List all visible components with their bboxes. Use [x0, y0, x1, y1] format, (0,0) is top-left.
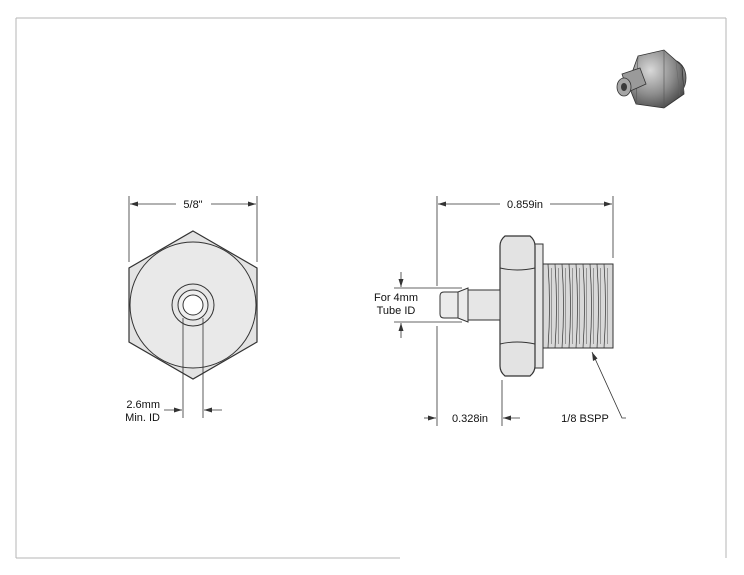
thread-label: 1/8 BSPP — [561, 413, 609, 425]
tube-id-dimension — [394, 272, 462, 338]
thread-crest-line — [575, 263, 578, 349]
hose-barb — [439, 287, 501, 323]
thread-crest-line — [554, 263, 557, 349]
thread-crest-line — [589, 263, 592, 349]
thread-crest-line — [568, 263, 571, 349]
side-length-dimension — [436, 196, 614, 286]
front-view — [128, 230, 258, 380]
side-view — [439, 235, 614, 377]
isometric-render — [616, 49, 687, 109]
bore-label-line2: Min. ID — [125, 412, 160, 424]
bore-circle — [182, 294, 204, 316]
thread-crest-line — [547, 263, 550, 349]
thread-section — [542, 263, 614, 349]
hex-body-side — [499, 235, 536, 377]
barb-length-dimension — [424, 326, 520, 426]
thread-crest-line — [582, 263, 585, 349]
thread-crest-line — [603, 263, 606, 349]
bore-dimension — [164, 318, 222, 418]
barb-length-label: 0.328in — [452, 413, 488, 425]
tube-label-line1: For 4mm — [374, 292, 418, 304]
bore-label-line1: 2.6mm — [126, 399, 160, 411]
sheet-frame — [15, 17, 727, 559]
thread-crest-line — [561, 263, 564, 349]
tube-label-line2: Tube ID — [377, 305, 416, 317]
side-length-label: 0.859in — [507, 199, 543, 211]
front-width-label: 5/8" — [183, 199, 202, 211]
thread-leader — [591, 351, 626, 419]
front-width-dimension — [128, 196, 258, 262]
thread-crest-line — [596, 263, 599, 349]
